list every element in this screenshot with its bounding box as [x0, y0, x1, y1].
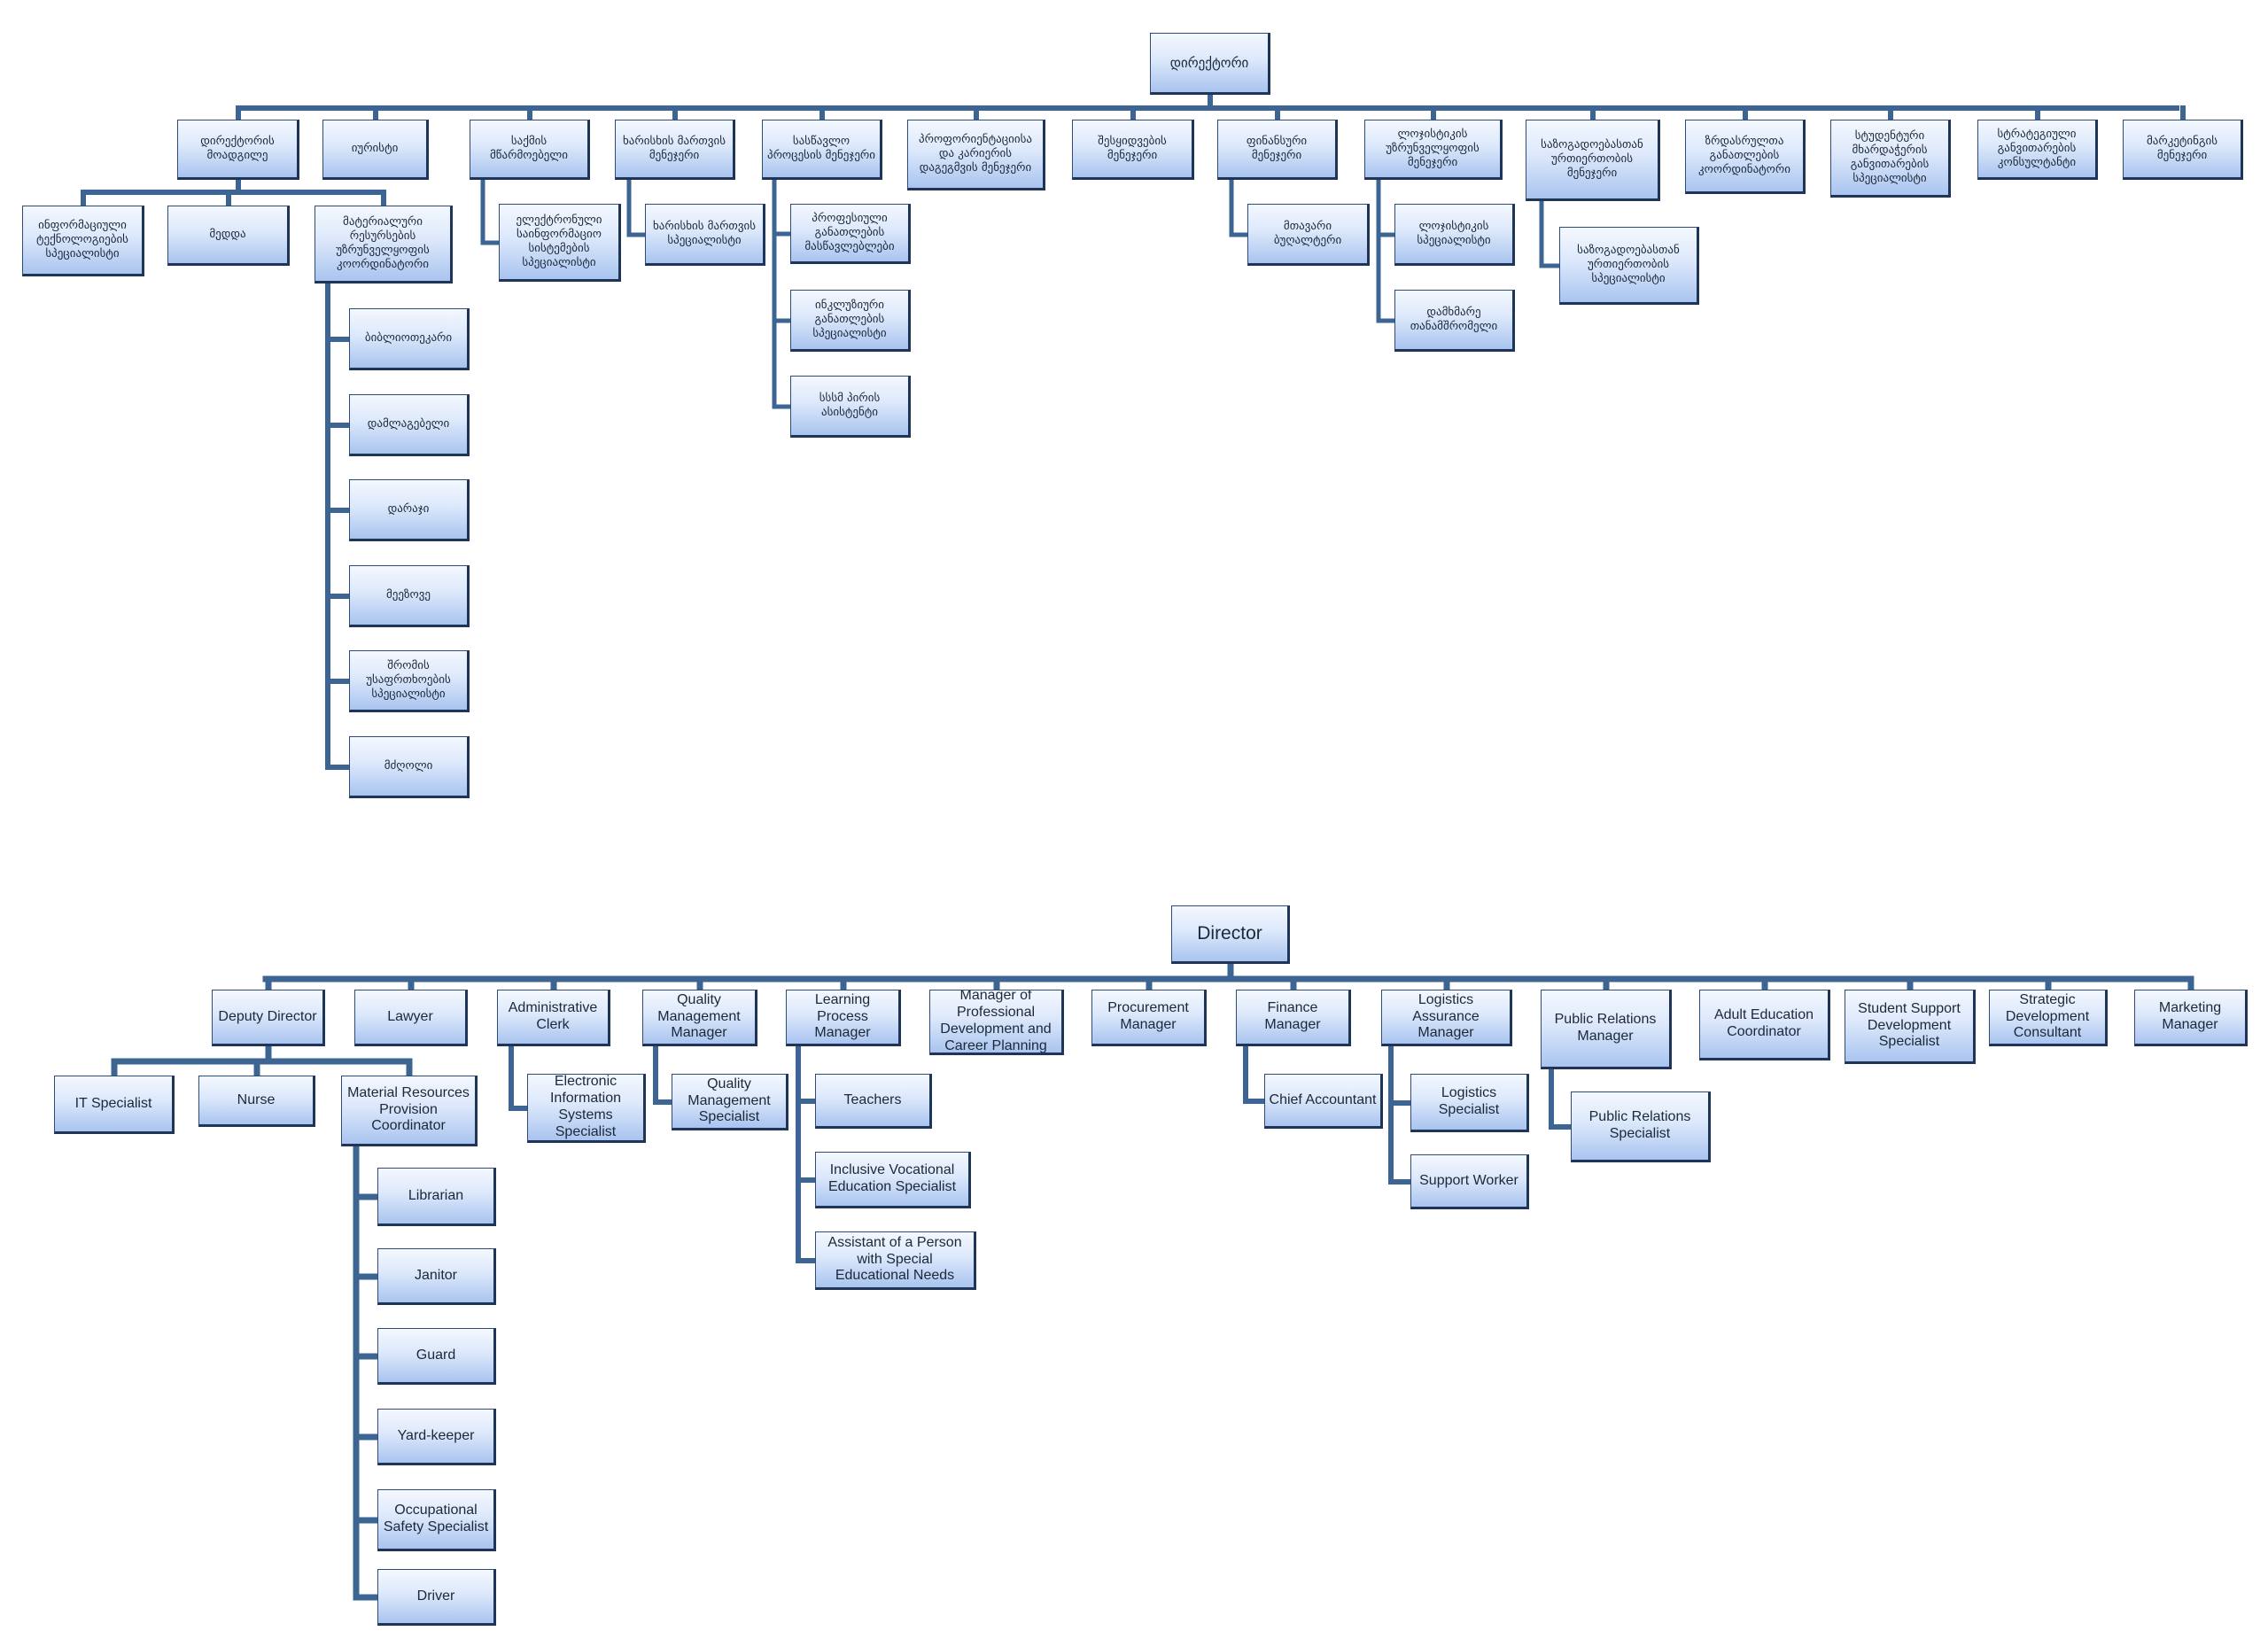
librarian-box: ბიბლიოთეკარი	[349, 308, 470, 370]
learning-process-manager-box: Learning Process Manager	[786, 990, 901, 1046]
chief-accountant-box: Chief Accountant	[1264, 1074, 1383, 1129]
librarian-box: Librarian	[377, 1168, 496, 1226]
learning-process-manager-box: სასწავლო პროცესის მენეჯერი	[762, 120, 882, 180]
it-specialist-box: ინფორმაციული ტექნოლოგიების სპეციალისტი	[22, 206, 144, 276]
chief-accountant-box: მთავარი ბუღალტერი	[1247, 204, 1370, 266]
material-resources-coordinator-box: მატერიალური რესურსების უზრუნველყოფის კოო…	[315, 206, 453, 284]
guard-box: Guard	[377, 1328, 496, 1385]
administrative-clerk-box: საქმის მწარმოებელი	[470, 120, 590, 180]
finance-manager-box: Finance Manager	[1236, 990, 1351, 1046]
public-relations-specialist-box: საზოგადოებასთან ურთიერთობის სპეციალისტი	[1559, 227, 1699, 305]
quality-management-specialist-box: Quality Management Specialist	[672, 1074, 788, 1130]
finance-manager-box: ფინანსური მენეჯერი	[1217, 120, 1338, 180]
yard-keeper-box: მეეზოვე	[349, 565, 470, 627]
quality-management-specialist-box: ხარისხის მართვის სპეციალისტი	[645, 204, 765, 266]
quality-management-manager-box: Quality Management Manager	[642, 990, 757, 1046]
career-planning-manager-box: პროფორიენტაციისა და კარიერის დაგეგმვის მ…	[907, 120, 1045, 190]
driver-box: Driver	[377, 1569, 496, 1626]
career-planning-manager-box: Manager of Professional Development and …	[929, 990, 1064, 1055]
student-support-specialist-box: სტუდენტური მხარდაჭერის განვითარების სპეც…	[1830, 120, 1951, 198]
electronic-systems-specialist-box: Electronic Information Systems Specialis…	[527, 1074, 646, 1143]
lawyer-box: იურისტი	[322, 120, 429, 180]
deputy-director-box: დირექტორის მოადგილე	[177, 120, 299, 180]
teachers-box: Teachers	[815, 1074, 932, 1129]
electronic-systems-specialist-box: ელექტრონული საინფორმაციო სისტემების სპეც…	[499, 204, 621, 282]
marketing-manager-box: მარკეტინგის მენეჯერი	[2123, 120, 2243, 180]
procurement-manager-box: Procurement Manager	[1091, 990, 1207, 1046]
special-needs-assistant-box: Assistant of a Person with Special Educa…	[815, 1231, 976, 1290]
it-specialist-box: IT Specialist	[54, 1076, 175, 1134]
inclusive-education-specialist-box: ინკლუზიური განათლების სპეციალისტი	[790, 290, 911, 352]
occupational-safety-specialist-box: შრომის უსაფრთხოების სპეციალისტი	[349, 650, 470, 712]
occupational-safety-specialist-box: Occupational Safety Specialist	[377, 1489, 496, 1551]
student-support-specialist-box: Student Support Development Specialist	[1845, 990, 1976, 1064]
public-relations-manager-box: Public Relations Manager	[1541, 990, 1672, 1069]
strategic-development-consultant-box: Strategic Development Consultant	[1989, 990, 2108, 1046]
logistics-assurance-manager-box: Logistics Assurance Manager	[1381, 990, 1512, 1046]
public-relations-specialist-box: Public Relations Specialist	[1571, 1091, 1711, 1162]
strategic-development-consultant-box: სტრატეგიული განვითარების კონსულტანტი	[1977, 120, 2098, 180]
yard-keeper-box: Yard-keeper	[377, 1409, 496, 1465]
nurse-box: Nurse	[198, 1076, 315, 1127]
procurement-manager-box: შესყიდვების მენეჯერი	[1072, 120, 1194, 180]
support-worker-box: Support Worker	[1410, 1154, 1529, 1209]
deputy-director-box: Deputy Director	[212, 990, 325, 1046]
quality-management-manager-box: ხარისხის მართვის მენეჯერი	[615, 120, 735, 180]
nurse-box: მედდა	[167, 206, 290, 266]
lawyer-box: Lawyer	[354, 990, 468, 1046]
public-relations-manager-box: საზოგადოებასთან ურთიერთობის მენეჯერი	[1526, 120, 1660, 201]
logistics-assurance-manager-box: ლოჯისტიკის უზრუნველყოფის მენეჯერი	[1364, 120, 1503, 180]
guard-box: დარაჯი	[349, 479, 470, 541]
special-needs-assistant-box: სსსმ პირის ასისტენტი	[790, 376, 911, 438]
driver-box: მძღოლი	[349, 736, 470, 798]
logistics-specialist-box: Logistics Specialist	[1410, 1074, 1529, 1132]
adult-education-coordinator-box: ზრდასრულთა განათლების კოორდინატორი	[1685, 120, 1806, 194]
inclusive-education-specialist-box: Inclusive Vocational Education Specialis…	[815, 1152, 971, 1208]
director-box: დირექტორი	[1150, 33, 1270, 95]
administrative-clerk-box: Administrative Clerk	[497, 990, 610, 1046]
janitor-box: Janitor	[377, 1248, 496, 1305]
marketing-manager-box: Marketing Manager	[2134, 990, 2248, 1046]
support-worker-box: დამხმარე თანამშრომელი	[1394, 290, 1515, 352]
logistics-specialist-box: ლოჯისტიკის სპეციალისტი	[1394, 204, 1515, 266]
teachers-box: პროფესიული განათლების მასწავლებლები	[790, 204, 911, 264]
janitor-box: დამლაგებელი	[349, 394, 470, 456]
director-box: Director	[1171, 905, 1290, 964]
material-resources-coordinator-box: Material Resources Provision Coordinator	[341, 1076, 478, 1146]
adult-education-coordinator-box: Adult Education Coordinator	[1699, 990, 1830, 1060]
